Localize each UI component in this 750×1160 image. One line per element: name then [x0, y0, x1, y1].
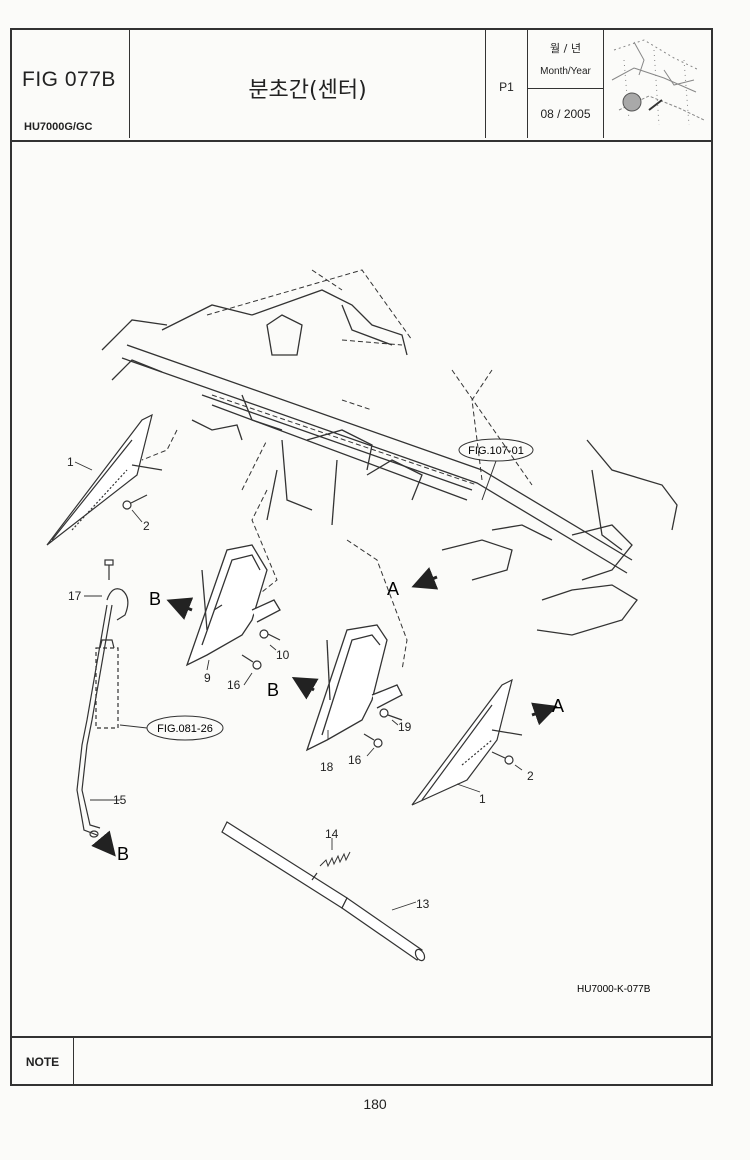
- bolt-10: [259, 629, 281, 641]
- highlight-dot: [622, 92, 642, 112]
- bolt-17: [104, 559, 114, 580]
- arrow-label-b2: B: [267, 680, 279, 700]
- callout-2: 2: [143, 519, 150, 533]
- model-number: HU7000G/GC: [24, 121, 93, 133]
- bolt-16-a: [241, 654, 262, 670]
- callout-18: 18: [320, 760, 334, 774]
- divider-right: [411, 678, 523, 806]
- arrow-label-a2: A: [552, 696, 564, 716]
- spring-14: [319, 851, 351, 868]
- fig-081-ref: FIG.081-26: [119, 715, 224, 741]
- bolt-16-b: [363, 733, 383, 748]
- arrow-label-b1: B: [149, 589, 161, 609]
- callout-17: 17: [68, 589, 82, 603]
- callout-10: 10: [276, 648, 290, 662]
- callout-14: 14: [325, 827, 339, 841]
- title-block: FIG 077B HU7000G/GC 분초간(센터) P1 월 / 년 Mon…: [12, 30, 711, 142]
- parts-drawing: FIG.107-01: [12, 140, 711, 1038]
- leader-lines: [74, 461, 523, 911]
- machine-thumbnail-cell: [604, 30, 711, 138]
- arrow-letters: B B B A A: [117, 579, 564, 864]
- divider-left: [46, 413, 163, 546]
- callout-19: 19: [398, 720, 412, 734]
- arrow-label-b3: B: [117, 844, 129, 864]
- callout-16-a: 16: [227, 678, 241, 692]
- machine-thumbnail: [611, 39, 705, 126]
- fig-081-label: FIG.081-26: [157, 723, 213, 735]
- note-label: NOTE: [12, 1038, 74, 1086]
- bolt-19: [379, 708, 403, 721]
- callout-numbers: 1 2 17 9 10 16 18 19 16 1 2 15 14 13: [67, 455, 534, 911]
- page-cell: P1: [486, 30, 528, 138]
- arrow-label-a1: A: [387, 579, 399, 599]
- frame-assembly: [101, 289, 678, 636]
- figure-number-cell: FIG 077B HU7000G/GC: [12, 30, 130, 138]
- arrow-markers: [91, 567, 558, 857]
- rod-15: [76, 588, 129, 838]
- callout-1-b: 1: [479, 792, 486, 806]
- callout-9: 9: [204, 671, 211, 685]
- frame-hidden-lines: [141, 269, 533, 671]
- exploded-view: FIG.107-01: [46, 269, 678, 995]
- fig-107-label: FIG.107-01: [468, 445, 524, 457]
- note-row: NOTE: [12, 1036, 711, 1086]
- figure-title: 분초간(센터): [248, 78, 367, 103]
- date-cell: 월 / 년 Month/Year 08 / 2005: [528, 30, 604, 138]
- divider-9: [185, 544, 281, 667]
- divider-18: [305, 624, 403, 752]
- date-value: 08 / 2005: [540, 107, 591, 121]
- drawing-code: HU7000-K-077B: [577, 984, 651, 995]
- fig-107-ref: FIG.107-01: [458, 438, 534, 501]
- callout-13: 13: [416, 897, 430, 911]
- callout-1: 1: [67, 455, 74, 469]
- callout-15: 15: [113, 793, 127, 807]
- date-divider: [528, 88, 603, 89]
- pipe-13: [221, 821, 426, 962]
- callout-2-b: 2: [527, 769, 534, 783]
- date-label-english: Month/Year: [540, 66, 591, 77]
- callout-16-b: 16: [348, 753, 362, 767]
- date-label-korean: 월 / 년: [550, 42, 581, 55]
- page-number: 180: [363, 1096, 387, 1112]
- page-frame: FIG 077B HU7000G/GC 분초간(센터) P1 월 / 년 Mon…: [10, 28, 713, 1086]
- bolt-2-left: [122, 494, 148, 510]
- bolt-2-right: [491, 751, 514, 765]
- title-cell: 분초간(센터): [130, 30, 486, 138]
- page-code: P1: [499, 80, 514, 94]
- figure-number: FIG 077B: [22, 68, 116, 91]
